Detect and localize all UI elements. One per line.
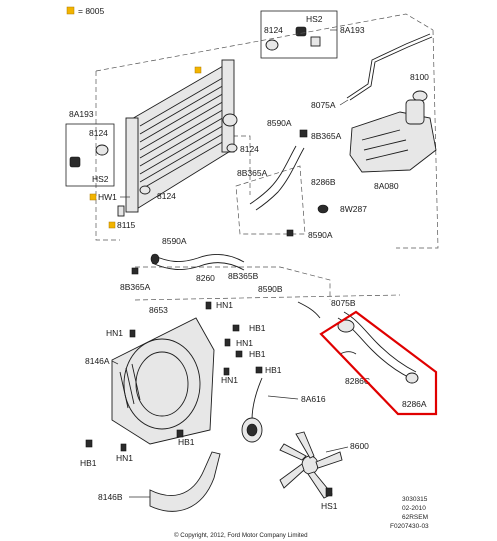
marker-8115	[108, 221, 116, 229]
label-8653: 8653	[149, 305, 168, 315]
label-8124-r: 8124	[240, 144, 259, 154]
drain-plug	[117, 205, 125, 217]
frame-upper	[95, 13, 434, 72]
footer-id-3: 62RSEM	[402, 514, 428, 521]
marker-hw1	[89, 193, 97, 201]
footer-id-2: 02-2010	[402, 505, 426, 512]
label-8b365a-3: 8B365A	[120, 282, 151, 292]
legend-marker	[66, 6, 75, 15]
footer-copyright: © Copyright, 2012, Ford Motor Company Li…	[174, 532, 308, 539]
highlight-outline	[319, 310, 438, 416]
label-8100: 8100	[410, 72, 429, 82]
label-8a193-left: 8A193	[69, 109, 94, 119]
radiator	[125, 59, 238, 213]
label-hn1-c: HN1	[236, 338, 253, 348]
inset-box-left	[65, 123, 115, 187]
inset-box-top	[260, 10, 338, 59]
label-8124-mid: 8124	[157, 191, 176, 201]
frame-hose-lower	[235, 165, 306, 235]
lower-shroud-8146b	[149, 451, 221, 512]
clamp-8b365a-1	[299, 129, 308, 138]
label-hs1: HS1	[321, 501, 338, 511]
label-hs2-left: HS2	[92, 174, 109, 184]
label-8115: 8115	[117, 220, 136, 230]
hose-8260	[151, 254, 245, 263]
label-8286a: 8286A	[402, 399, 427, 409]
label-8600: 8600	[350, 441, 369, 451]
label-hn1-b: HN1	[106, 328, 123, 338]
label-8w287: 8W287	[340, 204, 367, 214]
hose-8075b	[297, 301, 321, 319]
label-8a080: 8A080	[374, 181, 399, 191]
hose-8286b	[249, 145, 297, 205]
label-8286b: 8286B	[311, 177, 336, 187]
grommet-8124-mid	[139, 185, 151, 195]
label-8146b: 8146B	[98, 492, 123, 502]
label-hn1-a: HN1	[216, 300, 233, 310]
label-hn1-e: HN1	[116, 453, 133, 463]
legend-label: = 8005	[78, 6, 105, 16]
label-8590a-2: 8590A	[308, 230, 333, 240]
hose-8286c	[339, 351, 357, 355]
footer-id-4: F0207430-03	[390, 523, 429, 530]
hose-8286a	[337, 311, 419, 384]
label-hs2-top: HS2	[306, 14, 323, 24]
label-8124-left: 8124	[89, 128, 108, 138]
label-hw1: HW1	[98, 192, 117, 202]
label-8b365a-2: 8B365A	[237, 168, 268, 178]
expansion-tank-8a080	[349, 99, 437, 173]
label-8a193-top: 8A193	[340, 25, 365, 35]
label-8590a-1: 8590A	[267, 118, 292, 128]
cap-8100	[412, 90, 428, 102]
clamp-8w287	[317, 204, 329, 214]
fan-shroud-8146a	[111, 317, 215, 445]
harness-8a616	[251, 377, 263, 421]
label-8b365a-1: 8B365A	[311, 131, 342, 141]
footer-id-1: 3030315	[402, 496, 428, 503]
label-hb1-e: HB1	[80, 458, 97, 468]
marker-radiator	[194, 66, 202, 74]
label-hb1-d: HB1	[178, 437, 195, 447]
grommet-8124-left	[95, 144, 109, 156]
clip-hs2-left	[69, 156, 81, 168]
label-8075b: 8075B	[331, 298, 356, 308]
hose-8075a	[346, 33, 431, 99]
label-8286c: 8286C	[345, 376, 370, 386]
fan-8600	[279, 431, 343, 499]
grommet-8124-right	[226, 143, 238, 153]
frame-left	[95, 71, 120, 241]
label-8a616: 8A616	[301, 394, 326, 404]
label-hb1-c: HB1	[265, 365, 282, 375]
label-8075a: 8075A	[311, 100, 336, 110]
label-hn1-d: HN1	[221, 375, 238, 385]
label-8124-top: 8124	[264, 25, 283, 35]
label-8b365b: 8B365B	[228, 271, 259, 281]
frame-right	[396, 29, 439, 249]
bracket-top	[310, 36, 321, 47]
label-8590b: 8590B	[258, 284, 283, 294]
label-8590a-3: 8590A	[162, 236, 187, 246]
label-8260: 8260	[196, 273, 215, 283]
label-hb1-b: HB1	[249, 349, 266, 359]
label-8146a: 8146A	[85, 356, 110, 366]
label-hb1-a: HB1	[249, 323, 266, 333]
clip-hs2-top	[295, 26, 307, 37]
grommet-8124-top	[265, 39, 279, 51]
